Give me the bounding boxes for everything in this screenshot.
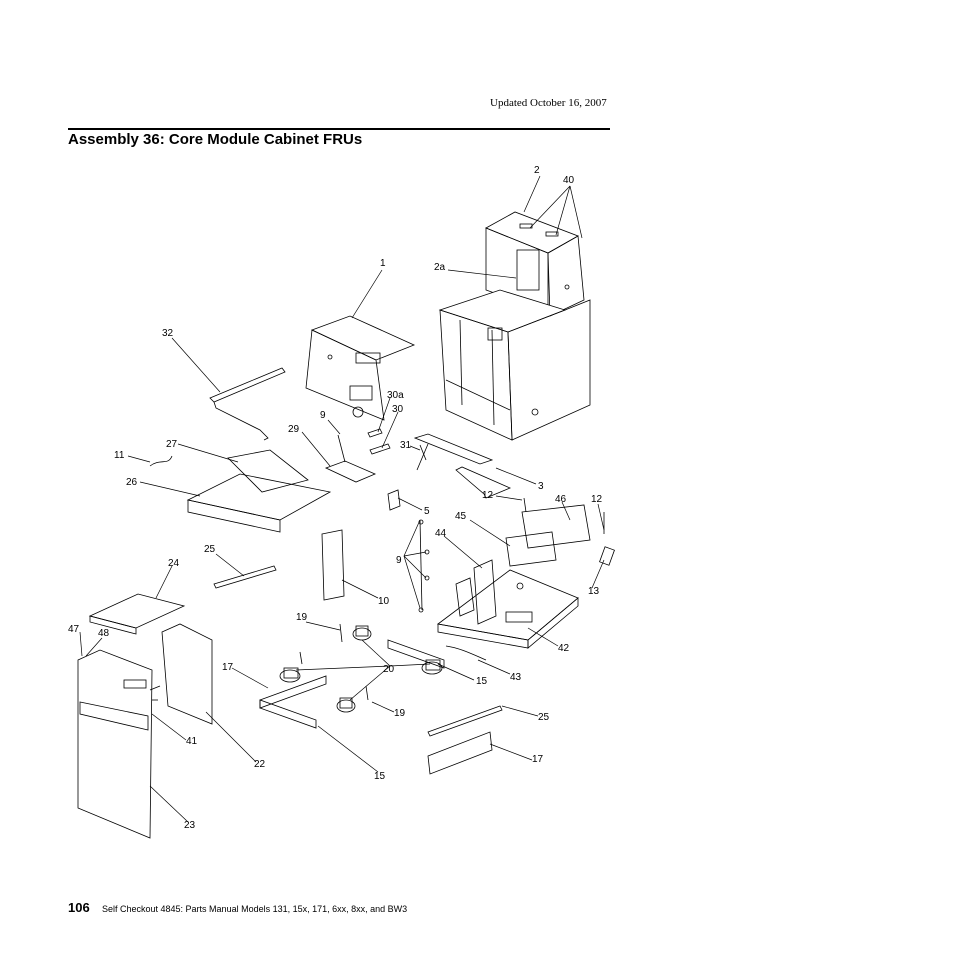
rail-17b [427, 731, 493, 775]
strip-25 [427, 705, 503, 737]
title-rule [68, 128, 610, 130]
crossbar-part [413, 433, 512, 499]
callout-label: 30a [387, 390, 404, 401]
page-title: Assembly 36: Core Module Cabinet FRUs [68, 131, 363, 148]
callout-label: 20 [383, 664, 395, 675]
base-plate-part [437, 559, 579, 649]
callout-label: 25 [204, 544, 216, 555]
callout-label: 2a [434, 262, 446, 273]
callout-label: 46 [555, 494, 567, 505]
callout-label: 10 [378, 596, 390, 607]
callout-label: 9 [320, 410, 326, 421]
back-panel-part [161, 623, 213, 725]
rail-15 [387, 639, 445, 669]
callout-label: 40 [563, 175, 575, 186]
footer-text: Self Checkout 4845: Parts Manual Models … [102, 904, 408, 914]
callout-labels: 2 40 1 2a 32 9 30a 30 29 31 3 11 27 26 5… [68, 165, 603, 831]
callout-label: 43 [510, 672, 522, 683]
cabinet-frame [438, 211, 591, 441]
callout-label: 19 [296, 612, 308, 623]
bracket-45 [505, 531, 557, 567]
callout-label: 25 [538, 712, 550, 723]
leader-lines [79, 175, 605, 823]
callout-label: 48 [98, 628, 110, 639]
callout-label: 1 [380, 258, 386, 269]
callout-label: 45 [455, 511, 467, 522]
updated-date: Updated October 16, 2007 [490, 97, 607, 109]
callout-label: 9 [396, 555, 402, 566]
rail-part [209, 367, 286, 441]
callout-label: 22 [254, 759, 266, 770]
strip-part [213, 565, 277, 589]
callout-label: 24 [168, 558, 180, 569]
callout-label: 2 [534, 165, 540, 176]
clip-part [387, 489, 401, 511]
callout-label: 29 [288, 424, 300, 435]
callout-label: 42 [558, 643, 570, 654]
callout-label: 13 [588, 586, 600, 597]
callout-label: 31 [400, 440, 412, 451]
caster-set [279, 623, 443, 713]
bracket-46 [521, 504, 591, 549]
cable-part [445, 645, 487, 661]
callout-label: 17 [222, 662, 234, 673]
callout-label: 3 [538, 481, 544, 492]
callout-label: 41 [186, 736, 198, 747]
callout-label: 15 [374, 771, 386, 782]
callout-label: 30 [392, 404, 404, 415]
callout-label: 19 [394, 708, 406, 719]
callout-label: 12 [482, 490, 494, 501]
callout-label: 27 [166, 439, 178, 450]
callout-label: 12 [591, 494, 603, 505]
callout-label: 23 [184, 820, 196, 831]
callout-label: 26 [126, 477, 138, 488]
callout-label: 44 [435, 528, 447, 539]
door-part [77, 649, 161, 839]
callout-label: 32 [162, 328, 174, 339]
side-panel-part [321, 529, 345, 601]
shelf-part [88, 593, 186, 635]
callout-label: 5 [424, 506, 430, 517]
front-panel-part [305, 315, 416, 421]
tray-part [149, 449, 332, 533]
callout-label: 17 [532, 754, 544, 765]
bracket-part [324, 460, 377, 483]
callout-label: 15 [476, 676, 488, 687]
callout-label: 47 [68, 624, 80, 635]
callout-label: 11 [114, 450, 125, 461]
page-number: 106 [68, 900, 90, 915]
